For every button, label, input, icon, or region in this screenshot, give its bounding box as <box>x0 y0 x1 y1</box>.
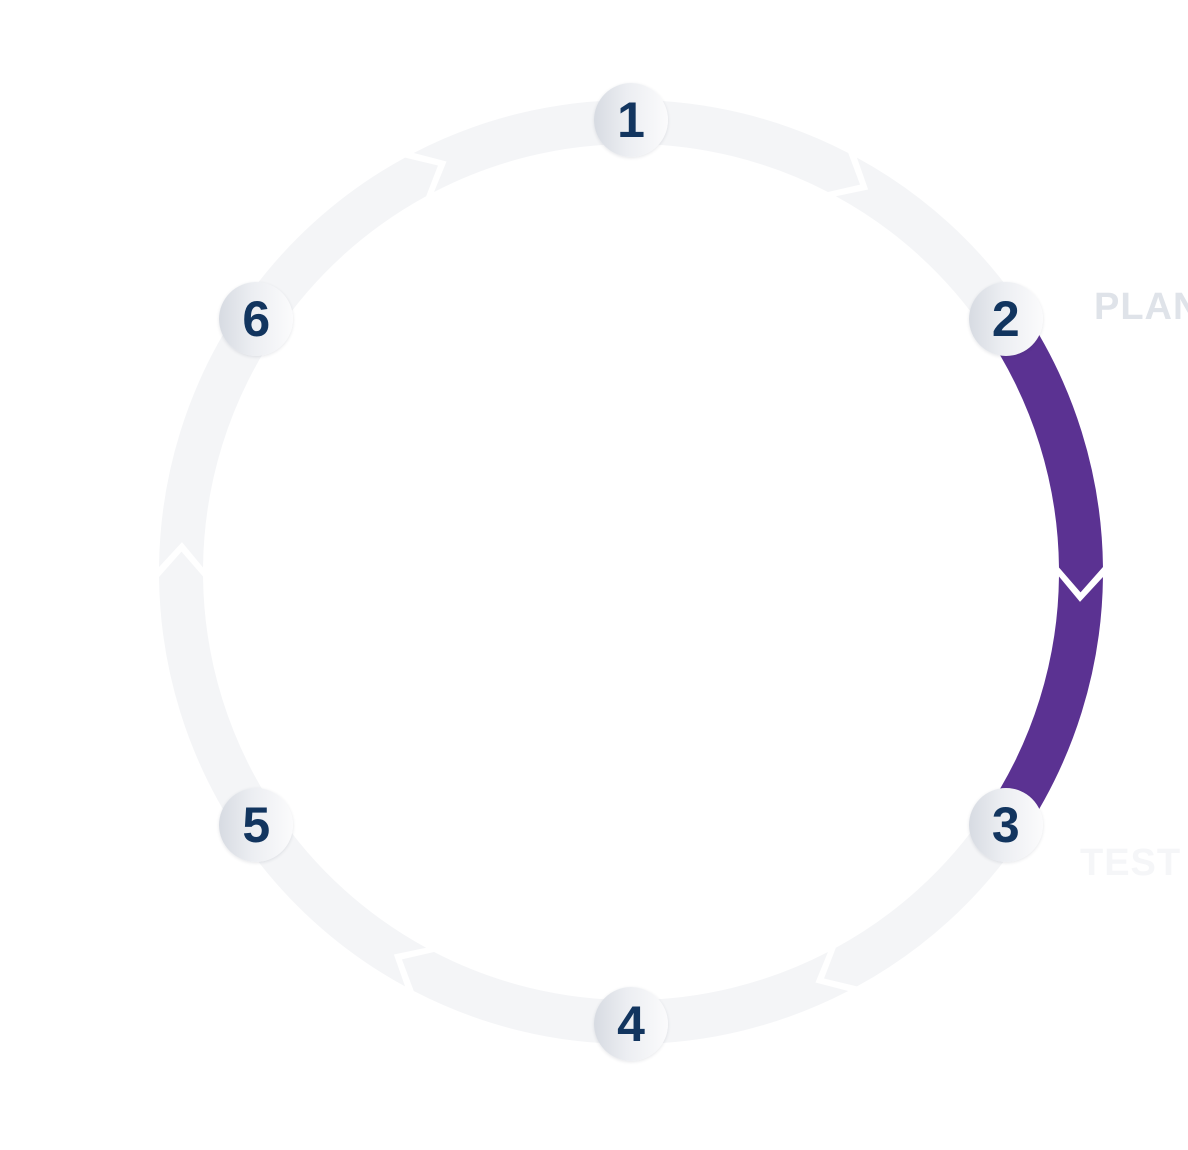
step-badge-6: 6 <box>219 282 294 357</box>
ring-segment-1-2 <box>835 157 1023 333</box>
step-badge-5: 5 <box>219 787 294 862</box>
plan-label: PLAN <box>1094 286 1188 328</box>
ring-segment-6-2 <box>413 100 631 193</box>
ring-segments <box>159 100 1103 1044</box>
ring-segment-5-1 <box>159 551 277 836</box>
step-badge-1: 1 <box>594 83 668 157</box>
ring-segment-1-1 <box>631 100 861 193</box>
ring-segment-highlighted-2-2 <box>985 576 1103 836</box>
step-number: 4 <box>617 996 645 1052</box>
ring-segment-5-2 <box>159 308 277 568</box>
step-number: 1 <box>617 92 645 148</box>
ring-segment-6-1 <box>239 157 438 333</box>
ring-segment-3-2 <box>631 951 849 1044</box>
step-number: 3 <box>991 796 1020 853</box>
ring-segment-3-1 <box>824 811 1023 987</box>
step-badge-4: 4 <box>594 987 668 1061</box>
step-badge-3: 3 <box>968 787 1043 862</box>
step-badge-2: 2 <box>968 282 1043 357</box>
ring-segment-highlighted-2-1 <box>985 308 1103 593</box>
step-number: 5 <box>242 796 271 853</box>
step-number: 6 <box>242 291 271 348</box>
step-number: 2 <box>991 291 1020 348</box>
ring-segment-4-2 <box>239 811 427 987</box>
test-label: TEST <box>1080 842 1182 884</box>
ring-segment-4-1 <box>401 951 631 1044</box>
